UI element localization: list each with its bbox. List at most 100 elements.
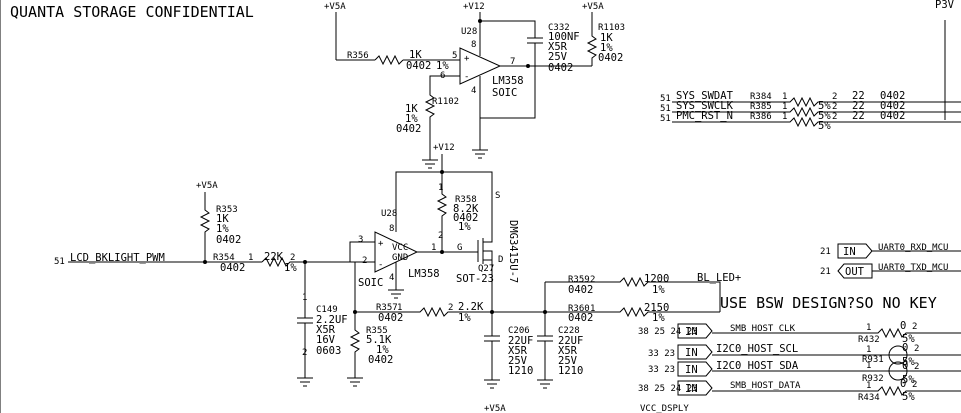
uart-tx-name: UART0_TXD_MCU bbox=[878, 263, 948, 273]
amp-bottom-part: LM358 bbox=[408, 268, 440, 280]
r359-ref: R359 bbox=[568, 275, 590, 285]
r357-ref: R357 bbox=[376, 303, 398, 313]
r355-value: 5.1K bbox=[366, 334, 392, 346]
sda-dir: IN bbox=[685, 364, 698, 376]
r357-value: 2.2K bbox=[458, 301, 484, 313]
c149-value: 2.2UF bbox=[316, 314, 348, 326]
pmcrst-wire bbox=[672, 116, 961, 128]
amp-top-out-junction bbox=[526, 64, 530, 68]
scl-value: 0 bbox=[902, 342, 908, 354]
r354-size: 0402 bbox=[220, 262, 245, 274]
uart-tx-page: 21 bbox=[820, 267, 831, 277]
scl-p2: 2 bbox=[914, 344, 919, 354]
swclk-p1: 1 bbox=[782, 102, 787, 112]
smbclk-p2: 2 bbox=[912, 322, 917, 332]
amp-top-plus: + bbox=[464, 54, 470, 64]
c206-size: 1210 bbox=[508, 365, 533, 377]
sda-pages: 33 23 bbox=[648, 365, 675, 375]
swd-p2: 2 bbox=[832, 92, 837, 102]
host-net-smb-data: 38 25 24 23 IN SMB_HOST_DATA 1 0 2 R434 … bbox=[638, 378, 961, 403]
q27-pin-g: G bbox=[457, 243, 462, 253]
r1102-gnd-symbol bbox=[422, 159, 438, 169]
pmcrst-page: 51 bbox=[660, 114, 671, 124]
amp-top-pin7: 7 bbox=[510, 57, 515, 67]
sda-port bbox=[677, 361, 713, 377]
pmcrst-tol-a: 5% bbox=[818, 110, 831, 122]
smbclk-dir: IN bbox=[685, 326, 698, 338]
c149-ref: C149 bbox=[316, 305, 338, 315]
r360-ref: R360 bbox=[568, 304, 590, 314]
amp-top-gnd-symbol bbox=[472, 149, 488, 159]
r359-tol: 1% bbox=[652, 284, 665, 296]
c332-gnd-wire bbox=[480, 43, 536, 119]
lcd-page: 51 bbox=[54, 257, 65, 267]
r355-size: 0402 bbox=[368, 354, 393, 366]
r1103-value: 1K bbox=[600, 32, 613, 44]
amp-top-part: LM358 bbox=[492, 75, 524, 87]
amp-bottom-pin8: 8 bbox=[389, 224, 394, 234]
swd-net-name: SYS_SWDAT bbox=[676, 90, 734, 102]
r355-tol: 1% bbox=[376, 344, 389, 356]
r359-value: 1200 bbox=[644, 273, 669, 285]
c228-size: 1210 bbox=[558, 365, 583, 377]
q27-mosfet bbox=[477, 238, 493, 282]
swd-net-row: 51 SYS_SWDAT R384 1 2 22 0402 bbox=[660, 90, 961, 108]
amp-bottom-ref: U28 bbox=[381, 209, 397, 219]
scl-name: I2C0_HOST_SCL bbox=[716, 343, 798, 355]
r356-size: 0402 bbox=[406, 60, 431, 72]
r358-pin2: 2 bbox=[438, 231, 443, 241]
c206-ref: C206 bbox=[508, 326, 530, 336]
amp-top-pin4: 4 bbox=[471, 86, 476, 96]
c149-dielectric: X5R bbox=[316, 324, 336, 336]
r358-resistor bbox=[436, 172, 448, 252]
smbdata-port bbox=[677, 380, 713, 396]
r360-size: 0402 bbox=[568, 312, 593, 324]
r355-gnd-symbol bbox=[347, 377, 363, 387]
v5a-rail-label-r353: +V5A bbox=[196, 181, 218, 191]
uart-rx-page: 21 bbox=[820, 247, 831, 257]
c228-voltage: 25V bbox=[558, 355, 578, 367]
r1102-tol: 1% bbox=[405, 113, 418, 125]
amp-bottom-pkg: SOIC bbox=[358, 277, 383, 289]
swd-page: 51 bbox=[660, 94, 671, 104]
amp-top-pkg: SOIC bbox=[492, 87, 517, 99]
r356-tol: 1% bbox=[436, 60, 449, 72]
swd-value: 22 bbox=[852, 90, 865, 102]
r1102-value: 1K bbox=[405, 103, 418, 115]
r358-value: 8.2K bbox=[453, 203, 479, 215]
amp-bottom-pin2: 2 bbox=[362, 256, 367, 266]
r357-resistor bbox=[355, 306, 545, 318]
q27-pin-d: D bbox=[498, 255, 503, 265]
r1103-ref: R1103 bbox=[598, 23, 625, 33]
design-note: USE BSW DESIGN?SO NO KEY bbox=[720, 294, 937, 312]
host-net-i2c-sda: 33 23 IN I2C0_HOST_SDA 1 0 2 R932 5% bbox=[648, 360, 961, 386]
scl-port bbox=[677, 344, 713, 360]
smbclk-ref: R432 bbox=[858, 335, 880, 345]
v5a-rail-label-top: +V5A bbox=[324, 2, 346, 12]
smbclk-pages: 38 25 24 23 bbox=[638, 327, 698, 337]
r353-junction bbox=[203, 260, 207, 264]
r354-resistor bbox=[261, 256, 360, 268]
r355-resistor bbox=[349, 312, 361, 378]
r358-size: 0402 bbox=[453, 212, 478, 224]
swclk-net-row: 51 SYS_SWCLK R385 1 5% 2 22 0402 bbox=[660, 100, 961, 118]
c332-dielectric: X5R bbox=[548, 41, 568, 53]
swclk-value: 22 bbox=[852, 100, 865, 112]
uart-rx-dir: IN bbox=[843, 246, 856, 258]
r359-size: 0402 bbox=[568, 284, 593, 296]
swclk-page: 51 bbox=[660, 104, 671, 114]
c332-size: 0402 bbox=[548, 62, 573, 74]
c149-voltage: 16V bbox=[316, 334, 336, 346]
amp-bottom-plus: + bbox=[378, 239, 384, 249]
swd-p1: 1 bbox=[782, 92, 787, 102]
amp-bottom-gnd-label: GND bbox=[392, 253, 408, 263]
v12-rail-label-top: +V12 bbox=[463, 2, 485, 12]
c206-dielectric: X5R bbox=[508, 345, 528, 357]
r360-resistor bbox=[545, 306, 720, 318]
smbclk-name: SMB_HOST_CLK bbox=[730, 324, 796, 334]
c228-ref: C228 bbox=[558, 326, 580, 336]
sda-name: I2C0_HOST_SDA bbox=[716, 360, 799, 372]
r360-value: 2150 bbox=[644, 302, 669, 314]
pmcrst-size: 0402 bbox=[880, 110, 905, 122]
